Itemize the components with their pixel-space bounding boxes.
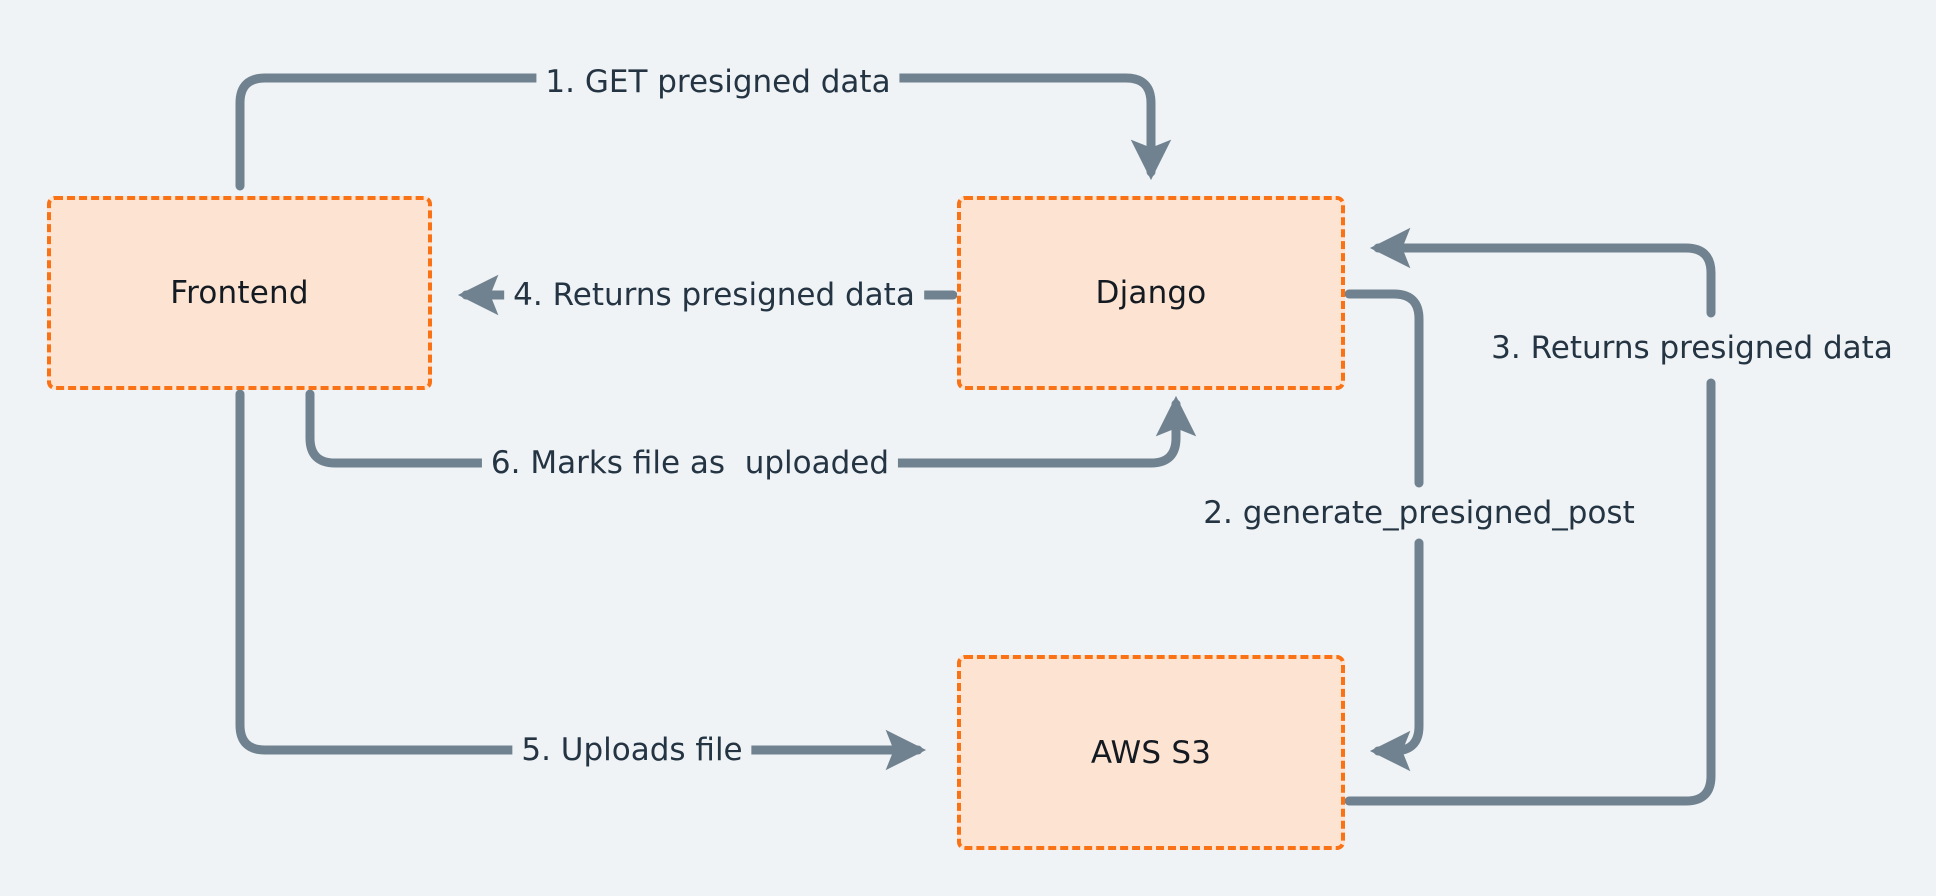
edge-path-2b: [1369, 538, 1424, 772]
edge-label-6: 6. Marks file as uploaded: [481, 443, 899, 483]
edge-path-1b: [881, 73, 1172, 181]
edge-label-4: 4. Returns presigned data: [504, 275, 924, 315]
node-django[interactable]: Django: [957, 196, 1345, 390]
edge-path-1a: [235, 73, 560, 191]
edge-label-2: 2. generate_presigned_post: [1194, 493, 1644, 533]
edge-label-1: 1. GET presigned data: [536, 62, 900, 102]
edge-label-3: 3. Returns presigned data: [1482, 328, 1902, 368]
edge-path-3a: [1344, 378, 1716, 806]
node-frontend[interactable]: Frontend: [47, 196, 432, 390]
edge-path-5a: [235, 389, 523, 755]
node-aws-s3[interactable]: AWS S3: [957, 655, 1345, 850]
edge-label-5: 5. Uploads file: [512, 730, 752, 770]
node-aws-s3-label: AWS S3: [1090, 734, 1212, 771]
edge-path-6a: [305, 389, 505, 468]
edge-path-2a: [1344, 289, 1424, 488]
node-frontend-label: Frontend: [170, 275, 309, 311]
edge-path-6b: [875, 395, 1197, 468]
edge-path-3b: [1369, 227, 1716, 318]
node-django-label: Django: [1095, 275, 1207, 311]
